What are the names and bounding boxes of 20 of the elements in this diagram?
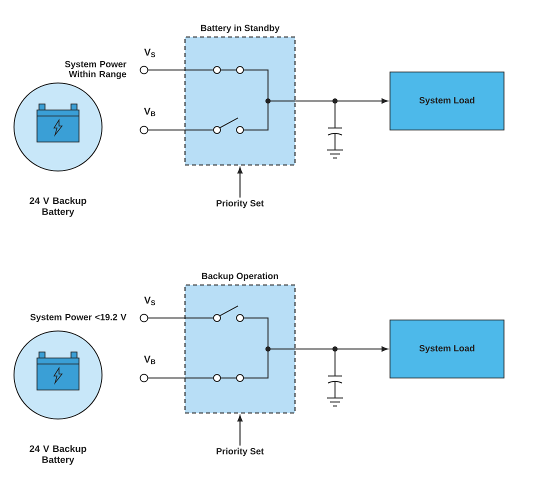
arrow xyxy=(296,98,388,104)
battery-caption: 24 V Backup Battery xyxy=(30,445,86,465)
arrow xyxy=(296,346,388,352)
terminal-label: V$_{S}$ xyxy=(144,48,156,58)
terminal-label: V$_{S}$ xyxy=(144,296,156,306)
load-box: System Load xyxy=(390,72,504,130)
battery-caption: 24 V Backup Battery xyxy=(30,197,86,217)
priority-label: Priority Set xyxy=(216,200,264,208)
arrow xyxy=(237,415,243,446)
priority-label: Priority Set xyxy=(216,448,264,456)
power-label: System Power <19.2 V xyxy=(30,314,126,322)
arrow xyxy=(237,167,243,198)
terminal-label: V$_{B}$ xyxy=(144,356,156,364)
terminal-label: V$_{B}$ xyxy=(144,108,156,116)
power-label: System Power Within Range xyxy=(64,60,126,80)
load-box: System Load xyxy=(390,320,504,378)
node-label: Battery in Standby xyxy=(200,24,280,33)
switch-box: Battery in Standby xyxy=(184,24,296,166)
switch-box: Backup Operation xyxy=(184,272,296,414)
node-label: Backup Operation xyxy=(202,272,278,281)
